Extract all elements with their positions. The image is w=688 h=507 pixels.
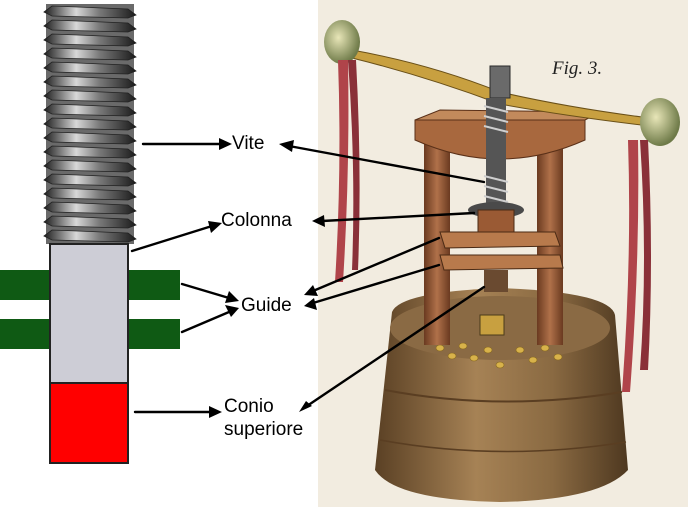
screw-thread <box>43 5 137 19</box>
arrow-colonna-right <box>320 211 476 223</box>
press-guide-upper <box>439 231 561 249</box>
screw-thread <box>43 61 137 75</box>
label-colonna: Colonna <box>221 210 292 231</box>
label-guide: Guide <box>241 295 292 316</box>
arrow-guide-upper-left <box>180 282 231 300</box>
press-column <box>477 209 515 233</box>
screw-thread <box>43 89 137 103</box>
arrow-guide-upper-right <box>311 236 441 293</box>
anvil <box>479 314 505 336</box>
label-conio: Conio <box>224 396 274 417</box>
right-weight-ball <box>640 98 680 146</box>
coin-press-engraving: Fig. 3. <box>318 0 688 507</box>
arrow-heads <box>208 138 325 418</box>
arrow-colonna-left <box>130 224 214 253</box>
screw-thread <box>43 145 137 159</box>
arrow-conio-right <box>305 285 486 408</box>
arrow-guide-lower-left <box>180 310 231 334</box>
screw-thread <box>43 103 137 117</box>
screw-thread <box>43 215 137 229</box>
fig-caption: Fig. 3. <box>551 58 602 79</box>
screw-thread <box>43 159 137 173</box>
arrow-vite-right <box>287 144 486 184</box>
screw-threads <box>43 5 137 243</box>
screw-thread <box>43 187 137 201</box>
screw-thread <box>43 117 137 131</box>
screw-thread <box>43 131 137 145</box>
press-guide-lower <box>439 254 564 271</box>
left-weight-ball <box>324 20 360 64</box>
screw-thread <box>43 75 137 89</box>
lever-hub <box>489 65 511 99</box>
label-superiore: superiore <box>224 419 304 440</box>
press-die <box>484 270 508 292</box>
press-screw <box>486 98 506 210</box>
right-strap <box>622 140 639 392</box>
screw-thread <box>43 201 137 215</box>
screw-thread <box>43 33 137 47</box>
screw-thread <box>43 173 137 187</box>
screw-thread <box>43 229 137 243</box>
arrow-guide-lower-right <box>311 263 441 305</box>
left-strap <box>335 60 349 282</box>
screw-schematic <box>43 4 137 244</box>
screw-thread <box>43 19 137 33</box>
column-block <box>49 243 129 384</box>
screw-thread <box>43 47 137 61</box>
coins <box>435 342 563 369</box>
annotation-arrows <box>130 142 486 414</box>
label-vite: Vite <box>232 133 265 154</box>
upper-die-block <box>49 382 129 464</box>
